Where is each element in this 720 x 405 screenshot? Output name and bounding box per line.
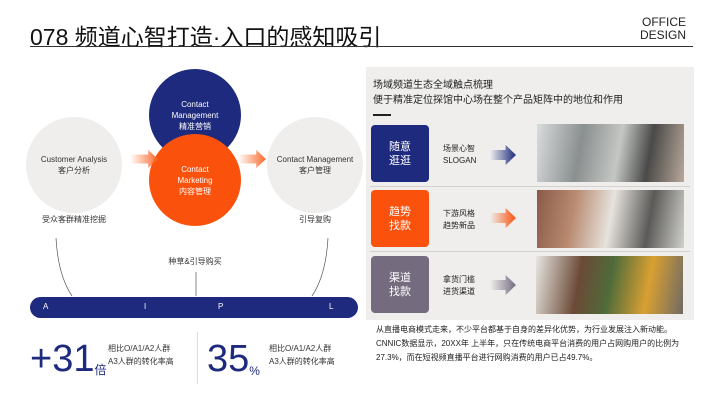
tag-text: 随意 xyxy=(389,140,411,153)
arrow-right-icon xyxy=(490,275,516,295)
row-line: 拿货门槛 xyxy=(443,275,475,284)
row-line: 趋势新品 xyxy=(443,221,475,230)
stat-line: 相比O/A1/A2人群 xyxy=(108,344,171,353)
tag-trend: 趋势找款 xyxy=(371,190,429,247)
row-text: 场景心智 SLOGAN xyxy=(443,143,476,167)
row-line: SLOGAN xyxy=(443,156,477,165)
photo-lounge xyxy=(536,256,683,314)
stat-unit: 倍 xyxy=(94,363,107,377)
title-divider xyxy=(30,46,693,47)
page-title: 078 频道心智打造·入口的感知吸引 xyxy=(30,24,382,50)
stat-line: A3人群的转化率高 xyxy=(269,357,335,366)
tag-text: 找款 xyxy=(389,285,411,298)
tag-browse: 随意逛逛 xyxy=(371,125,429,182)
circle-label-zh: 内容管理 xyxy=(179,186,211,196)
brand-line: DESIGN xyxy=(639,28,686,42)
circle-label-en: Contact xyxy=(181,99,209,109)
stat-value: 35 xyxy=(207,338,250,380)
circle-label-zh: 客户管理 xyxy=(299,166,331,175)
row-text: 下游风格趋势新品 xyxy=(443,208,475,232)
circle-contact-marketing: Contact Marketing 内容管理 xyxy=(149,134,241,226)
circle-label-en: Contact xyxy=(181,164,209,174)
stat-description: 相比O/A1/A2人群 A3人群的转化率高 xyxy=(269,342,335,368)
tag-channel: 渠道找款 xyxy=(371,256,429,313)
aipl-bar: A I P L xyxy=(30,297,358,318)
circle-label-zh: 精准营销 xyxy=(179,121,211,131)
stat-conversion-multiple: +31 倍 xyxy=(30,340,106,378)
paragraph-box: 从直播电商模式走来，不少平台都基于自身的差异化优势，为行业发展注入新动能。CNN… xyxy=(370,322,694,398)
stat-description: 相比O/A1/A2人群 A3人群的转化率高 xyxy=(108,342,174,368)
row-line: 场景心智 xyxy=(443,144,475,153)
row-line: 进货渠道 xyxy=(443,287,475,296)
arrow-right-icon xyxy=(130,150,158,168)
stat-line: A3人群的转化率高 xyxy=(108,357,174,366)
caption-right: 引导复购 xyxy=(299,215,331,224)
tag-text: 找款 xyxy=(389,219,411,232)
heading-underline xyxy=(373,114,391,116)
arrow-right-icon xyxy=(238,150,266,168)
circle-contact-management-right: Contact Management 客户管理 xyxy=(267,117,363,213)
aipl-label: P xyxy=(218,302,224,311)
circle-label-zh: 客户分析 xyxy=(58,166,90,175)
photo-office xyxy=(537,190,684,248)
stat-value: +31 xyxy=(30,338,95,380)
row-line: 下游风格 xyxy=(443,209,475,218)
connector-lines xyxy=(55,237,329,297)
stat-conversion-percent: 35 % xyxy=(207,340,260,378)
caption-left: 受众客群精准挖掘 xyxy=(42,215,106,224)
photo-meeting xyxy=(537,124,684,182)
aipl-label: L xyxy=(329,302,334,311)
circle-label-en: Customer Analysis xyxy=(40,155,108,164)
panel-heading: 场域频道生态全域触点梳理 xyxy=(373,80,493,91)
circle-label-en: Marketing xyxy=(177,175,213,185)
brand-line: OFFICE xyxy=(642,15,686,29)
tag-text: 趋势 xyxy=(389,205,411,218)
arrow-right-icon xyxy=(490,145,516,165)
row-divider xyxy=(370,186,690,187)
tag-text: 渠道 xyxy=(389,271,411,284)
circle-customer-analysis: Customer Analysis 客户分析 xyxy=(26,117,122,213)
arrow-right-icon xyxy=(490,208,516,228)
circle-label-en: Contact Management xyxy=(276,155,354,164)
aipl-label: I xyxy=(144,302,147,311)
caption-center: 种草&引导购买 xyxy=(168,257,222,266)
stat-unit: % xyxy=(249,364,260,378)
stat-line: 相比O/A1/A2人群 xyxy=(269,344,332,353)
stat-divider xyxy=(197,332,198,384)
tag-text: 逛逛 xyxy=(389,154,411,167)
row-text: 拿货门槛进货渠道 xyxy=(443,274,475,298)
circle-label-en: Management xyxy=(171,110,219,120)
aipl-label: A xyxy=(43,302,49,311)
row-divider xyxy=(370,251,690,252)
panel-subheading: 便于精准定位探馆中心场在整个产品矩阵中的地位和作用 xyxy=(373,95,623,106)
